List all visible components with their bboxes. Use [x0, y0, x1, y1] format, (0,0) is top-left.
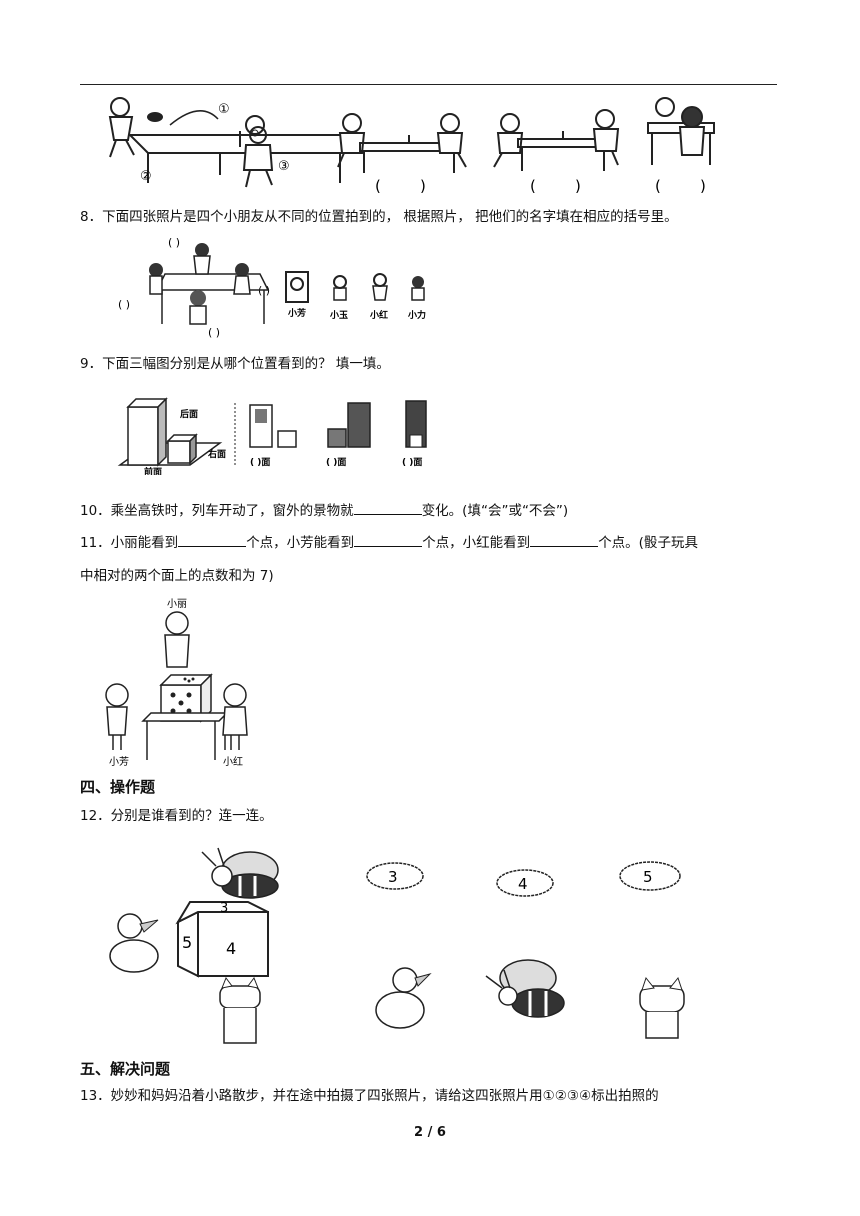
q7-paren-open-2: (	[530, 177, 536, 195]
q8-text: 8．下面四张照片是四个小朋友从不同的位置拍到的， 根据照片， 把他们的名字填在相…	[80, 209, 678, 225]
pingpong-view-a: ( )	[337, 113, 467, 195]
cloud-4: 4	[496, 869, 554, 897]
q8-figure: ( ) ( ) ( ) ( ) 小芳 小玉 小红 小力	[118, 236, 426, 339]
q11-text: 11．小丽能看到 个点，小芳能看到 个点，小红能看到 个点。(骰子玩具 中相对的两个面…	[80, 527, 780, 593]
number-box: 3 5 4	[175, 901, 269, 978]
q11-name-top: 小丽	[167, 598, 187, 610]
q7-paren-close-3: )	[700, 177, 706, 195]
section-4-heading: 四、操作题	[80, 778, 156, 796]
section-5-heading: 五、解决问题	[80, 1060, 171, 1078]
pingpong-scene-main: ① ② ③	[108, 97, 361, 188]
pingpong-view-c: ( )	[647, 97, 715, 195]
q8-name-xiaoyu: 小玉	[329, 309, 348, 321]
pingpong-view-b: ( )	[493, 109, 620, 195]
cloud-4-label: 4	[518, 875, 528, 893]
page-number: 2 / 6	[414, 1125, 446, 1140]
q11-part-3: 个点，小红能看到	[422, 535, 531, 551]
duck-answer-icon	[375, 967, 432, 1029]
q10-answer-blank[interactable]	[353, 500, 422, 515]
duck-icon	[109, 913, 159, 973]
q7-label-3: ③	[278, 159, 290, 174]
cat-answer-icon	[639, 976, 685, 1039]
q11-blank-xiaoli[interactable]	[178, 532, 247, 547]
box-face-top: 3	[220, 901, 228, 916]
q11-name-right: 小红	[223, 755, 243, 768]
q7-label-1: ①	[218, 102, 230, 117]
q11-blank-xiaohong[interactable]	[530, 532, 599, 547]
q11-line-2: 中相对的两个面上的点数和为 7)	[80, 568, 274, 584]
box-face-front: 4	[226, 939, 236, 958]
q12-figure: 3 5 4 3 4 5	[109, 847, 685, 1044]
q10-text: 10．乘坐高铁时，列车开动了，窗外的景物就 变化。(填“会”或“不会”)	[80, 500, 568, 521]
q9-text: 9．下面三幅图分别是从哪个位置看到的？ 填一填。	[80, 356, 390, 372]
q8-paren-left: ( )	[118, 298, 130, 311]
q9-blank-1: ( )面	[250, 457, 270, 468]
bee-icon	[201, 847, 279, 899]
q7-paren-close-2: )	[575, 177, 581, 195]
q12-text: 12．分别是谁看到的？连一连。	[80, 808, 273, 824]
q9-figure: 后面 右面 前面 ( )面 ( )面 ( )面	[117, 397, 427, 475]
q10-after: 变化。(填“会”或“不会”)	[421, 503, 569, 519]
q7-label-2: ②	[140, 169, 152, 184]
q8-paren-bottom: ( )	[208, 326, 220, 339]
q9-blank-2: ( )面	[326, 457, 346, 468]
q11-figure: 小丽 小芳 小红	[105, 598, 248, 768]
cloud-3-label: 3	[388, 868, 398, 886]
q7-paren-open-1: (	[375, 177, 381, 195]
bee-answer-icon	[485, 959, 565, 1018]
q8-name-xiaoli: 小力	[407, 309, 426, 321]
q9-label-right: 右面	[207, 448, 226, 460]
q11-part-1: 11．小丽能看到	[80, 535, 179, 551]
cat-icon	[219, 976, 261, 1044]
q9-label-back: 后面	[180, 408, 198, 420]
header-rule	[80, 84, 777, 85]
q9-label-front: 前面	[144, 466, 162, 475]
q7-paren-open-3: (	[655, 177, 661, 195]
q11-part-2: 个点，小芳能看到	[246, 535, 355, 551]
q8-name-xiaofang: 小芳	[287, 307, 306, 319]
q11-blank-xiaofang[interactable]	[354, 532, 423, 547]
q10-before: 10．乘坐高铁时，列车开动了，窗外的景物就	[80, 503, 354, 519]
q7-figure: ① ② ③ ( ) ( ) (	[108, 97, 715, 195]
cloud-5-label: 5	[643, 868, 653, 886]
cloud-3: 3	[366, 862, 424, 890]
q7-paren-close-1: )	[420, 177, 426, 195]
q8-name-xiaohong: 小红	[369, 309, 388, 321]
box-face-left: 5	[182, 933, 192, 952]
q8-paren-top: ( )	[168, 236, 180, 249]
q13-text: 13．妙妙和妈妈沿着小路散步，并在途中拍摄了四张照片，请给这四张照片用①②③④标…	[80, 1088, 659, 1104]
q11-name-left: 小芳	[109, 755, 129, 768]
cloud-5: 5	[619, 861, 681, 891]
q9-blank-3: ( )面	[402, 457, 422, 468]
q11-part-4: 个点。(骰子玩具	[598, 535, 698, 551]
